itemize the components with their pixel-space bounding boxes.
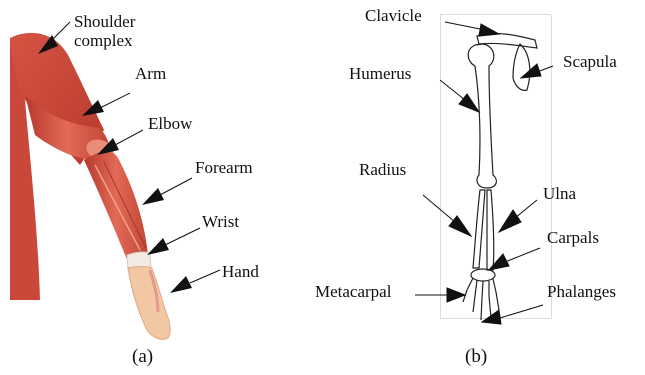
arrow-carpals — [489, 248, 540, 270]
caption-a: (a) — [132, 346, 153, 368]
label-phalanges: Phalanges — [547, 282, 616, 301]
muscle-arm-illustration — [0, 0, 300, 375]
label-wrist: Wrist — [202, 212, 239, 231]
arrow-radius — [423, 195, 471, 236]
panel-a-muscle-arm: Shoulder complex Arm Elbow Forearm Wrist… — [0, 0, 300, 375]
arrow-scapula — [521, 64, 553, 78]
label-radius: Radius — [359, 160, 406, 179]
scapula-bone — [513, 44, 530, 90]
label-elbow: Elbow — [148, 114, 192, 133]
arrow-hand — [170, 270, 220, 293]
radius-bone — [473, 190, 485, 268]
carpal-bones — [471, 269, 495, 281]
hand-shape — [128, 267, 170, 340]
arrow-humerus — [440, 80, 479, 112]
label-forearm: Forearm — [195, 158, 253, 177]
label-shoulder-complex: Shoulder complex — [74, 12, 135, 50]
label-ulna: Ulna — [543, 184, 576, 203]
label-clavicle: Clavicle — [365, 6, 422, 25]
arrow-ulna — [499, 200, 537, 232]
caption-b: (b) — [465, 346, 487, 368]
arrow-metacarpal — [415, 288, 465, 302]
arrow-forearm — [142, 178, 192, 205]
label-hand: Hand — [222, 262, 259, 281]
humerus-bone — [468, 44, 496, 188]
label-arm: Arm — [135, 64, 166, 83]
panel-b-skeleton-arm: Clavicle Scapula Humerus Radius Ulna Car… — [315, 0, 645, 375]
arrow-clavicle — [445, 22, 499, 36]
label-humerus: Humerus — [349, 64, 411, 83]
arrow-wrist — [147, 228, 200, 255]
ulna-bone — [487, 190, 494, 270]
label-scapula: Scapula — [563, 52, 617, 71]
label-carpals: Carpals — [547, 228, 599, 247]
label-metacarpal: Metacarpal — [315, 282, 391, 301]
